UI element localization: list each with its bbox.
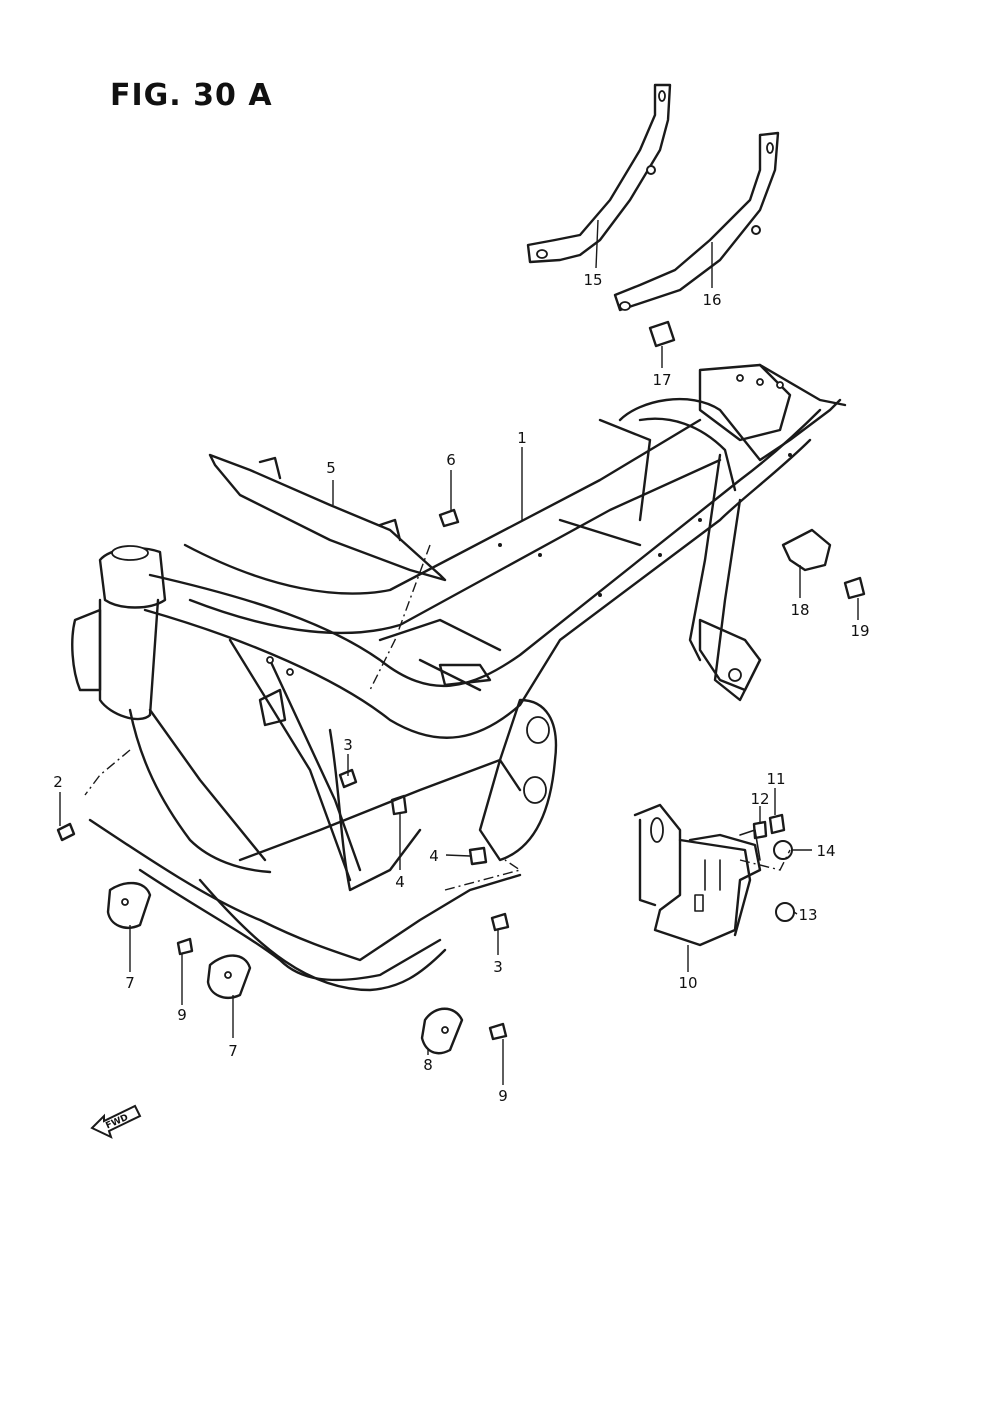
callout-6: 6 (446, 451, 456, 469)
callout-leaders (59, 219, 859, 1085)
callout-2: 2 (53, 773, 63, 791)
callout-5: 5 (326, 459, 336, 477)
grab-rail-16 (613, 131, 780, 312)
main-frame (71, 363, 847, 992)
frame-brace-5 (208, 453, 447, 582)
callout-9-left: 9 (177, 1006, 187, 1024)
callout-1: 1 (517, 429, 527, 447)
callout-11: 11 (766, 770, 785, 788)
callout-15: 15 (583, 271, 602, 289)
callout-19: 19 (850, 622, 869, 640)
callout-9-right: 9 (498, 1087, 508, 1105)
callout-13: 13 (798, 906, 817, 924)
battery-holder-10 (633, 803, 762, 947)
callout-16: 16 (702, 291, 721, 309)
small-parts: FWD (56, 320, 866, 1139)
callout-4-left: 4 (395, 873, 405, 891)
assembly-lines (84, 544, 791, 891)
callout-8: 8 (423, 1056, 433, 1074)
callout-7-center: 7 (228, 1042, 238, 1060)
callout-numbers: 1 2 3 3 4 4 5 6 7 7 8 9 9 10 11 12 13 14… (53, 271, 869, 1105)
grab-rail-15 (526, 83, 672, 264)
callout-3-lower: 3 (493, 958, 503, 976)
callout-4-right: 4 (429, 847, 439, 865)
figure-title: FIG. 30 A (110, 78, 273, 113)
callout-7-left: 7 (125, 974, 135, 992)
fwd-arrow-label: FWD (104, 1113, 130, 1132)
callout-14: 14 (816, 842, 835, 860)
callout-12: 12 (750, 790, 769, 808)
callout-17: 17 (652, 371, 671, 389)
callout-18: 18 (790, 601, 809, 619)
callout-3-upper: 3 (343, 736, 353, 754)
callout-10: 10 (678, 974, 697, 992)
